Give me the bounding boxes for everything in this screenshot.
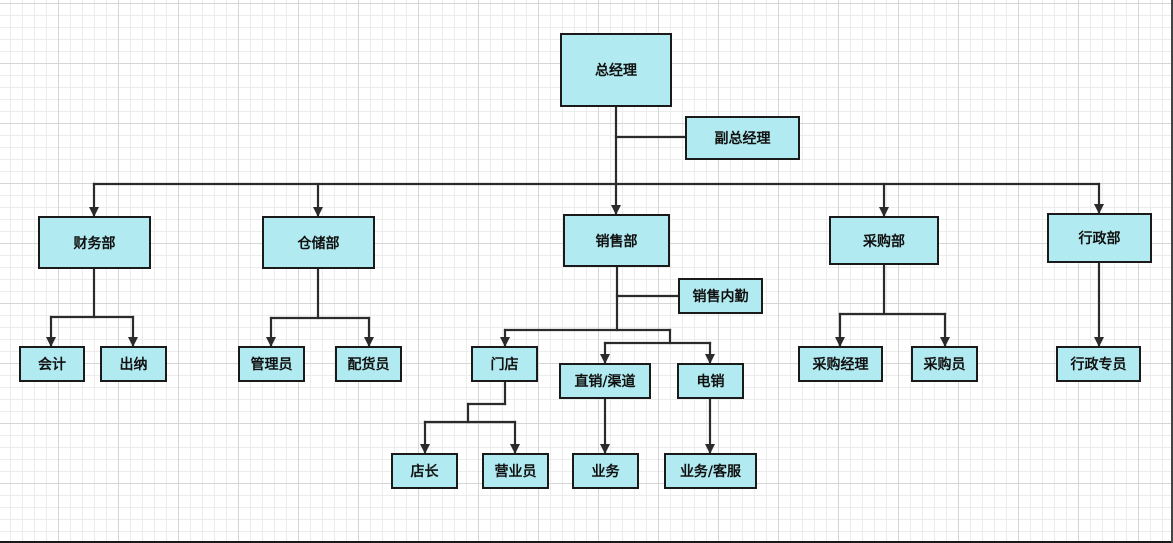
node-admin-label: 行政部	[1078, 231, 1121, 247]
node-admin[interactable]: 行政部	[1047, 213, 1152, 263]
node-sales-label: 销售部	[595, 233, 638, 250]
node-service-label: 业务/客服	[679, 464, 742, 480]
node-keeper[interactable]: 管理员	[238, 346, 305, 382]
node-deputy[interactable]: 副总经理	[685, 116, 800, 160]
node-finance[interactable]: 财务部	[38, 216, 151, 269]
node-direct[interactable]: 直销/渠道	[559, 363, 651, 399]
node-cashier-label: 出纳	[119, 357, 148, 373]
node-ceo[interactable]: 总经理	[560, 33, 672, 107]
node-shop-clerk-label: 营业员	[494, 464, 537, 480]
node-warehouse[interactable]: 仓储部	[262, 216, 375, 269]
canvas-bottom-edge	[0, 541, 1173, 543]
node-keeper-label: 管理员	[250, 357, 293, 373]
node-buyer[interactable]: 采购员	[911, 346, 978, 382]
node-business-label: 业务	[591, 464, 620, 480]
node-direct-label: 直销/渠道	[574, 374, 636, 390]
node-business[interactable]: 业务	[572, 453, 639, 489]
node-sales[interactable]: 销售部	[563, 214, 670, 267]
node-purchase-label: 采购部	[863, 233, 905, 250]
node-warehouse-label: 仓储部	[297, 235, 340, 252]
node-esales[interactable]: 电销	[677, 363, 744, 399]
node-store-manager-label: 店长	[410, 464, 439, 480]
node-store[interactable]: 门店	[471, 346, 538, 382]
node-store-manager[interactable]: 店长	[391, 453, 458, 489]
node-distributor-label: 配货员	[347, 357, 390, 373]
node-accountant[interactable]: 会计	[19, 346, 85, 382]
node-purchase-manager[interactable]: 采购经理	[798, 346, 883, 382]
node-distributor[interactable]: 配货员	[335, 346, 402, 382]
node-admin-staff[interactable]: 行政专员	[1056, 346, 1141, 382]
node-deputy-label: 副总经理	[714, 131, 771, 147]
node-service[interactable]: 业务/客服	[664, 453, 757, 489]
canvas-right-edge	[1171, 0, 1173, 543]
node-shop-clerk[interactable]: 营业员	[482, 453, 549, 489]
node-purchase[interactable]: 采购部	[829, 216, 939, 265]
node-cashier[interactable]: 出纳	[100, 346, 167, 382]
node-store-label: 门店	[490, 357, 519, 373]
node-finance-label: 财务部	[73, 235, 116, 252]
node-esales-label: 电销	[696, 374, 725, 390]
node-accountant-label: 会计	[38, 357, 66, 373]
node-admin-staff-label: 行政专员	[1070, 357, 1127, 373]
node-buyer-label: 采购员	[923, 357, 966, 373]
node-purchase-manager-label: 采购经理	[812, 357, 869, 373]
node-sales-support-label: 销售内勤	[692, 289, 749, 305]
node-ceo-label: 总经理	[595, 63, 637, 79]
node-sales-support[interactable]: 销售内勤	[678, 278, 763, 314]
